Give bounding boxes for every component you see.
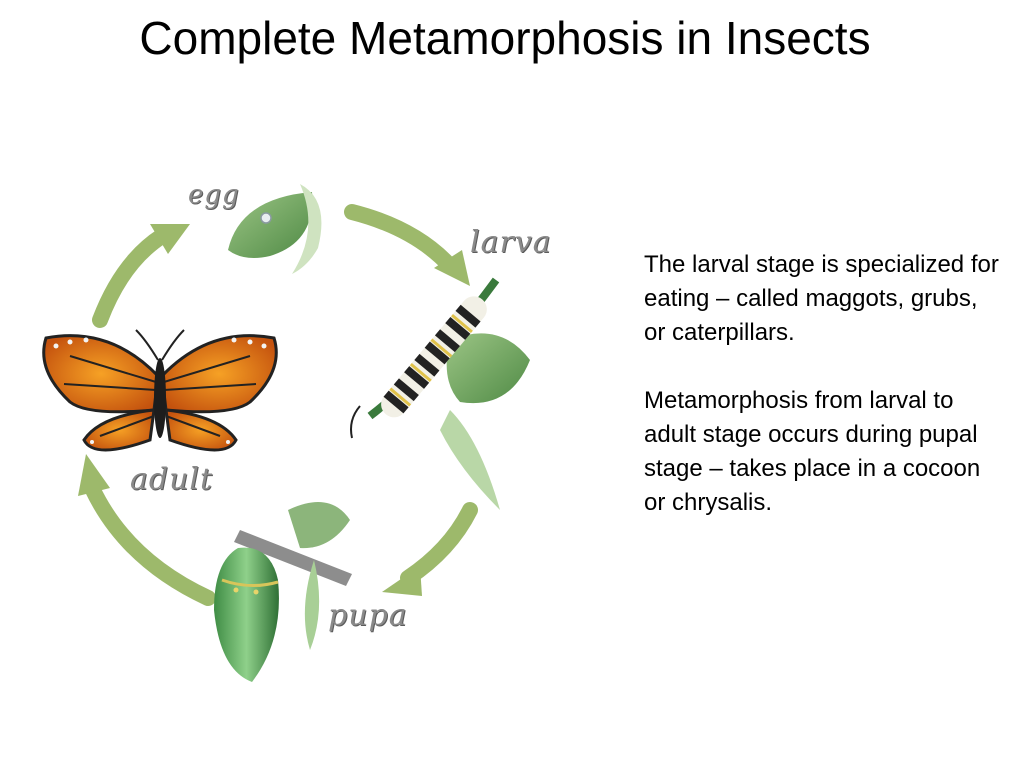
stage-label-egg: egg [188,180,240,210]
larva-caterpillar-illustration [350,277,530,510]
stage-label-larva: larva [470,225,552,260]
stage-label-pupa: pupa [328,598,408,633]
explanation-text: The larval stage is specialized for eati… [644,248,1004,554]
arrow-pupa-to-adult [78,454,216,606]
slide-title: Complete Metamorphosis in Insects [139,12,871,64]
egg-leaf-illustration [228,184,322,274]
arrow-larva-to-pupa [382,502,478,596]
arrow-adult-to-egg [92,224,190,328]
life-cycle-diagram: egg larva adult pupa [30,170,570,710]
arrow-egg-to-larva [344,204,470,286]
paragraph-larval-stage: The larval stage is specialized for eati… [644,251,999,346]
pupa-chrysalis-illustration [214,502,352,682]
stage-label-adult: adult [130,462,214,497]
adult-butterfly-illustration [42,329,278,452]
paragraph-metamorphosis: Metamorphosis from larval to adult stage… [644,387,981,516]
